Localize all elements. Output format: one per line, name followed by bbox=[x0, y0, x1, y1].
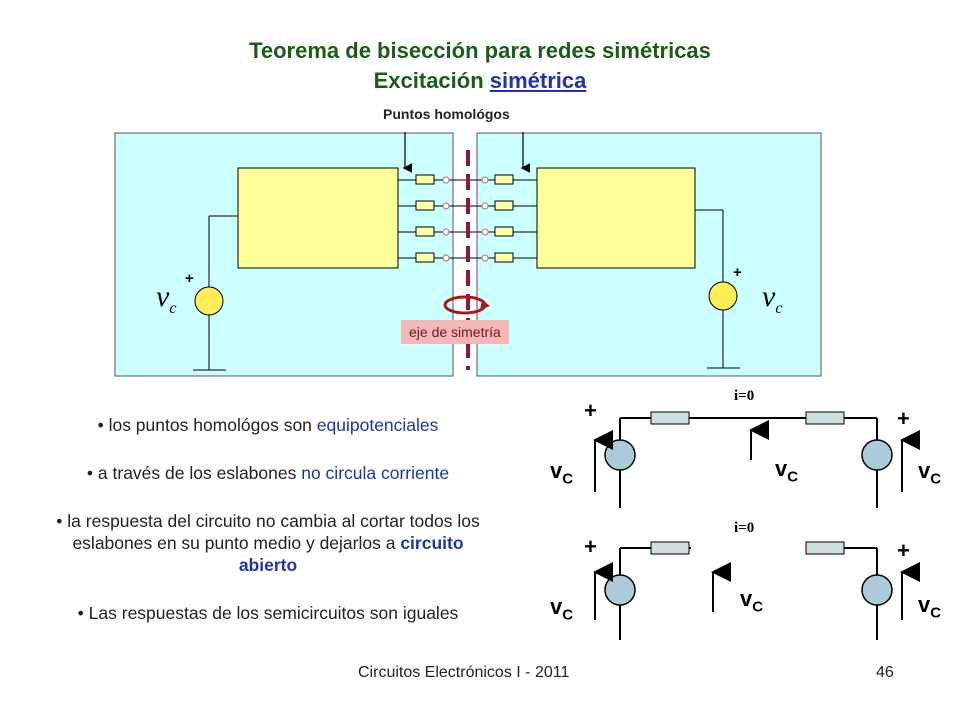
plus-sign: + bbox=[584, 534, 597, 559]
title-link[interactable]: simétrica bbox=[489, 68, 587, 93]
right-voltage-source bbox=[708, 281, 738, 311]
circuit-open bbox=[593, 541, 920, 640]
title-prefix: Excitación bbox=[373, 68, 490, 93]
slide-title-line1: Teorema de bisección para redes simétric… bbox=[249, 38, 711, 63]
voltage-label: vC bbox=[775, 456, 799, 486]
current-label: i=0 bbox=[734, 520, 755, 536]
voltage-label: vC bbox=[918, 458, 942, 488]
footer-course: Circuitos Electrónicos I - 2011 bbox=[358, 664, 570, 681]
plus-sign: + bbox=[584, 398, 597, 423]
right-network bbox=[536, 167, 696, 269]
right-source-label: vc bbox=[762, 280, 783, 317]
bullet-item: • Las respuestas de los semicircuitos so… bbox=[77, 603, 459, 623]
bullet-list: • los puntos homológos son equipotencial… bbox=[28, 414, 508, 624]
voltage-label: vC bbox=[918, 592, 942, 622]
plus-sign: + bbox=[897, 538, 910, 563]
current-label: i=0 bbox=[734, 388, 755, 404]
voltage-label: vC bbox=[550, 458, 574, 488]
left-voltage-source bbox=[194, 286, 224, 316]
plus-sign: + bbox=[897, 406, 910, 431]
bullet-item: • los puntos homológos son equipotencial… bbox=[97, 415, 439, 435]
left-source-label: vc bbox=[156, 280, 177, 317]
circuit-closed bbox=[593, 411, 920, 508]
page-number: 46 bbox=[876, 664, 894, 681]
voltage-label: vC bbox=[550, 594, 574, 624]
left-plus-sign: + bbox=[185, 270, 194, 287]
left-network bbox=[237, 167, 399, 269]
slide-title-line2: Excitación simétrica bbox=[0, 68, 960, 94]
bullet-item: • a través de los eslabones no circula c… bbox=[86, 463, 450, 483]
bullet-item: • la respuesta del circuito no cambia al… bbox=[56, 511, 480, 575]
homologous-points-label: Puntos homológos bbox=[383, 106, 510, 122]
symmetry-axis-label: eje de simetría bbox=[401, 320, 509, 344]
voltage-label: vC bbox=[740, 586, 764, 616]
right-plus-sign: + bbox=[733, 264, 742, 281]
